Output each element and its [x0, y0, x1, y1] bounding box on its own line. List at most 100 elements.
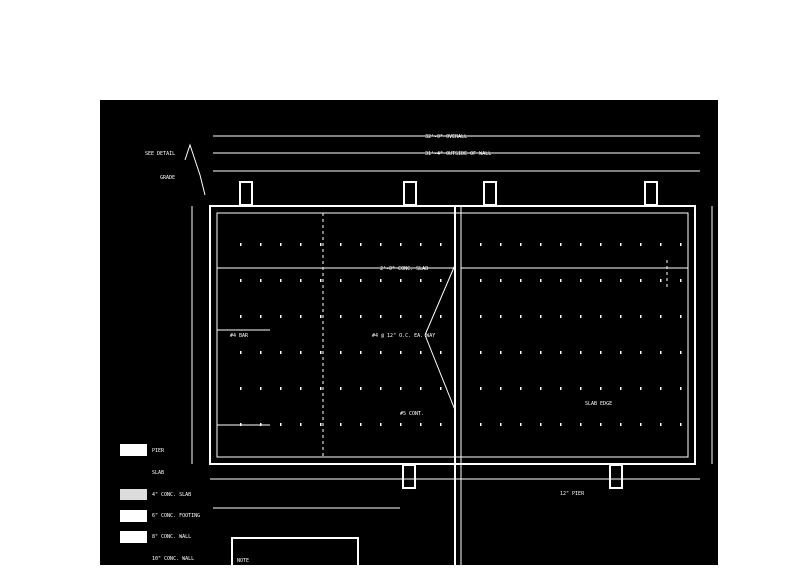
- legend-swatch-8in-wall: [120, 531, 147, 543]
- rebar-dot: [580, 315, 582, 318]
- rebar-dot: [360, 423, 362, 426]
- rebar-dot: [500, 315, 502, 318]
- rebar-dot: [640, 315, 642, 318]
- slab-inner: [216, 212, 689, 458]
- rebar-dot: [640, 279, 642, 282]
- legend-swatch-4in-slab: [120, 489, 147, 500]
- rebar-dot: [620, 315, 622, 318]
- rebar-dot: [400, 387, 402, 390]
- label-mid-note: 2'-0" CONC. SLAB: [380, 266, 428, 272]
- rebar-dot: [540, 315, 542, 318]
- label-inner-dim: 31'-4" OUTSIDE OF WALL: [425, 151, 491, 157]
- rebar-dot: [340, 279, 342, 282]
- rebar-dot: [320, 315, 322, 318]
- pier: [483, 181, 497, 206]
- rebar-dot: [260, 315, 262, 318]
- rebar-dot: [240, 243, 242, 246]
- rebar-dot: [580, 279, 582, 282]
- rebar-dot: [520, 315, 522, 318]
- legend-label-4in-slab: 4" CONC. SLAB: [152, 492, 191, 498]
- rebar-dot: [560, 351, 562, 354]
- rebar-dot: [680, 315, 682, 318]
- rebar-dot: [280, 243, 282, 246]
- rebar-dot: [380, 387, 382, 390]
- rebar-dot: [340, 243, 342, 246]
- rebar-dot: [580, 387, 582, 390]
- rebar-dot: [320, 387, 322, 390]
- rebar-dot: [340, 315, 342, 318]
- rebar-dot: [400, 315, 402, 318]
- rebar-dot: [600, 279, 602, 282]
- rebar-dot: [660, 387, 662, 390]
- rebar-dot: [540, 351, 542, 354]
- rebar-dot: [480, 387, 482, 390]
- rebar-dot: [540, 423, 542, 426]
- rebar-dot: [240, 351, 242, 354]
- rebar-dot: [320, 279, 322, 282]
- pier: [402, 464, 416, 489]
- label-right-note: SLAB EDGE: [585, 401, 612, 407]
- rebar-dot: [400, 423, 402, 426]
- rebar-dot: [280, 315, 282, 318]
- rebar-dot: [480, 351, 482, 354]
- rebar-dot: [400, 279, 402, 282]
- rebar-dot: [440, 351, 442, 354]
- rebar-dot: [380, 351, 382, 354]
- rebar-dot: [520, 279, 522, 282]
- grade-leader: [184, 143, 206, 196]
- label-overall-dim: 32'-0" OVERALL: [425, 134, 467, 140]
- rebar-dot: [240, 423, 242, 426]
- rebar-dot: [620, 351, 622, 354]
- rebar-dot: [400, 243, 402, 246]
- rebar-dot: [420, 279, 422, 282]
- rebar-dot: [340, 351, 342, 354]
- drawing-sheet: 32'-0" OVERALL 31'-4" OUTSIDE OF WALL SE…: [100, 100, 718, 569]
- legend-label-slab: SLAB: [152, 470, 164, 476]
- slab-outline: [209, 205, 696, 465]
- leader-line: [424, 264, 456, 411]
- rebar-dot: [280, 279, 282, 282]
- rebar-dot: [680, 351, 682, 354]
- label-left-note-1: SEE DETAIL: [145, 151, 175, 157]
- rebar-dot: [340, 387, 342, 390]
- rebar-dot: [500, 423, 502, 426]
- rebar-dot: [580, 351, 582, 354]
- rebar-dot: [300, 279, 302, 282]
- rebar-dot: [420, 351, 422, 354]
- label-left-side-note: #4 BAR: [230, 333, 249, 339]
- rebar-dot: [560, 423, 562, 426]
- legend-swatch-pier: [120, 444, 147, 456]
- rebar-dot: [360, 279, 362, 282]
- rebar-dot: [380, 279, 382, 282]
- rebar-dot: [440, 279, 442, 282]
- pier: [403, 181, 417, 206]
- legend-swatch-6in-footing: [120, 510, 147, 522]
- rebar-dot: [600, 243, 602, 246]
- rebar-dot: [360, 315, 362, 318]
- rebar-dot: [660, 351, 662, 354]
- rebar-dot: [300, 423, 302, 426]
- rebar-dot: [320, 243, 322, 246]
- rebar-dot: [440, 243, 442, 246]
- rebar-dot: [640, 351, 642, 354]
- rebar-dot: [660, 279, 662, 282]
- rebar-dot: [280, 387, 282, 390]
- rebar-dot: [300, 315, 302, 318]
- rebar-dot: [580, 243, 582, 246]
- rebar-dot: [420, 423, 422, 426]
- label-center-note: #4 @ 12" O.C. EA. WAY: [372, 333, 435, 339]
- rebar-dot: [500, 387, 502, 390]
- rebar-dot: [380, 315, 382, 318]
- label-left-note-2: GRADE: [160, 175, 175, 181]
- rebar-dot: [540, 243, 542, 246]
- rebar-dot: [480, 315, 482, 318]
- rebar-dot: [420, 387, 422, 390]
- rebar-dot: [620, 423, 622, 426]
- rebar-dot: [660, 423, 662, 426]
- rebar-dot: [280, 423, 282, 426]
- rebar-dot: [500, 243, 502, 246]
- rebar-dot: [240, 279, 242, 282]
- rebar-dot: [300, 243, 302, 246]
- title-box-label: NOTE: [237, 558, 249, 564]
- rebar-dot: [620, 243, 622, 246]
